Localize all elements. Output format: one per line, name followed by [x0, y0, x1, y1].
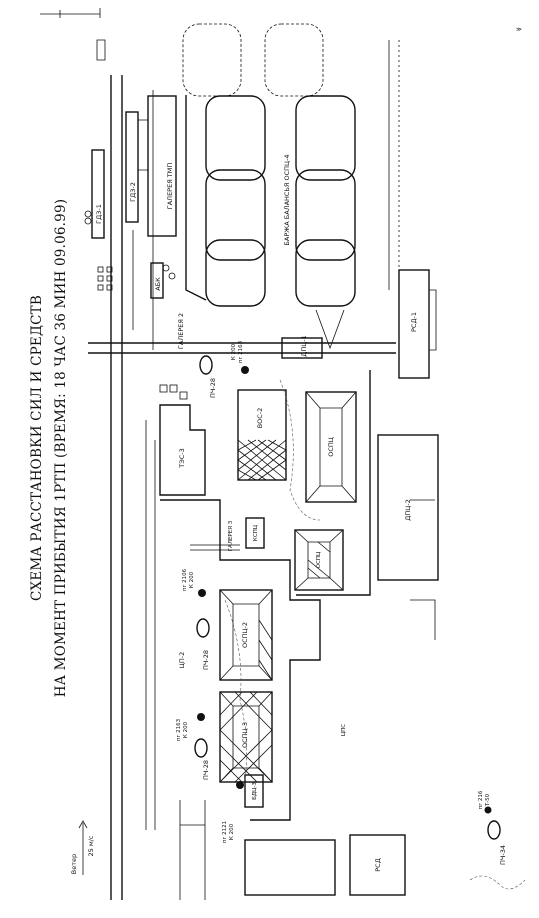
hydrant-icon [236, 781, 244, 789]
pch28-top-label: ПЧ-28 [209, 378, 217, 398]
unit-pch28-top: ПЧ-28 пг 2163 К 200 [199, 340, 249, 398]
hydrant-icon [197, 713, 205, 721]
sklad-label: ЦПС [341, 724, 347, 736]
gdz1-label: ГДЗ-1 [95, 204, 103, 224]
pg2121-label: пг 2121 [222, 821, 228, 843]
pch34-label: ПЧ-34 [499, 845, 507, 865]
pch28-mid-label: ПЧ-28 [202, 650, 210, 670]
building-dpts2: ДПЦ-2 [377, 434, 439, 581]
pch28-low-label: ПЧ-28 [202, 760, 210, 780]
scheme-subtitle: НА МОМЕНТ ПРИБЫТИЯ 1РТП (ВРЕМЯ: 18 ЧАС 3… [53, 199, 69, 697]
pool-3 [205, 95, 266, 181]
pool-5 [205, 169, 266, 261]
ospts-mid-label: ОСПЦ [327, 437, 335, 457]
unit-pch28-low: ПЧ-28 пг 2163 К 200 [176, 713, 210, 780]
rail-lines [96, 39, 156, 900]
hydrant-icon [198, 589, 206, 597]
corner-mark: ≫ [516, 27, 522, 33]
fire-truck-icon [487, 820, 501, 840]
pool-6 [295, 169, 356, 261]
pool-2 [264, 23, 324, 97]
barge-label: БАРЖА БАЛАНСЬЯ ОСПЦ-4 [283, 154, 291, 245]
unit-pch28-mid: ПЧ-28 пг 2106 К 200 [182, 568, 210, 670]
vos2-label: ВОС-2 [256, 408, 264, 429]
pg2106-label: пг 2106 [182, 568, 188, 591]
rsd-label: РСД [374, 858, 382, 872]
wind-indicator: 25 м/с Ветер [70, 820, 95, 875]
wind-speed: 25 м/с [87, 835, 95, 856]
upper-pools [182, 23, 400, 307]
ospts-label: ОСПЦ [316, 551, 322, 568]
abk-label: АБК [154, 277, 162, 291]
building-ospts: ОСПЦ [294, 529, 344, 591]
building-rsd1: РСД-1 [398, 269, 437, 379]
building-abk: АБК [150, 262, 164, 299]
building-bdts3: БДЦ-3 [236, 774, 264, 808]
pg2163-label: пг 2163 [176, 718, 182, 741]
factory-outline [160, 370, 436, 900]
gallery-3: ГАЛЕРЕЯ 3 КСПЦ [190, 517, 265, 551]
pool-7 [205, 239, 266, 307]
t50-label: Т-50 [485, 793, 491, 807]
building-rsd: РСД [244, 834, 406, 896]
unit-pg2121: пг 2121 К 200 [222, 821, 235, 843]
building-ospts2: ОСПЦ-2 [219, 589, 273, 681]
unit-pch34: ПЧ-34 пг 216 Т-50 [469, 790, 526, 890]
building-gdz2: ГДЗ-2 ГАЛЕРЕЯ ТМП [125, 95, 177, 280]
fire-truck-icon [194, 738, 208, 758]
gdz2-label: ГДЗ-2 [129, 182, 137, 202]
hydrant-icon [241, 366, 249, 374]
pool-4 [295, 95, 356, 181]
building-gdz1: ГДЗ-1 [84, 149, 113, 291]
ospts2-label: ОСПЦ-2 [241, 622, 249, 648]
fire-truck-icon [196, 618, 210, 638]
tsp2-label: ЦП-2 [178, 652, 186, 668]
building-tes3: ТЭС-3 [159, 384, 206, 496]
k200-bot-label: К 200 [229, 823, 235, 840]
k200-low-label: К 200 [183, 721, 189, 738]
rsd1-label: РСД-1 [410, 312, 418, 332]
bdts3-label: БДЦ-3 [252, 782, 258, 800]
dpts1-label: ДПЦ-1 [300, 335, 308, 357]
wind-label: Ветер [70, 854, 78, 874]
scheme-title: СХЕМА РАССТАНОВКИ СИЛ И СРЕДСТВ [29, 295, 45, 601]
ospts3-label: ОСПЦ-3 [241, 722, 249, 748]
gallery3-label: ГАЛЕРЕЯ 3 [228, 520, 234, 551]
tes3-label: ТЭС-3 [178, 448, 186, 469]
top-frame-mark [40, 8, 101, 18]
kspts-label: КСПЦ [253, 524, 259, 541]
k200-top-label: К 200 [231, 343, 237, 360]
pg2163-top-label: пг 2163 [238, 340, 244, 363]
gallery2-label: ГАЛЕРЕЯ 2 [177, 313, 185, 349]
k200-mid-label: К 200 [189, 571, 195, 588]
fire-truck-icon [199, 355, 213, 375]
gallery-tmp-label: ГАЛЕРЕЯ ТМП [166, 163, 174, 210]
building-dpts1: ДПЦ-1 [281, 335, 323, 359]
hydrant-icon [484, 806, 492, 814]
gallery-2: ГАЛЕРЕЯ 2 [88, 309, 396, 354]
pool-1 [182, 23, 242, 97]
building-ospts-mid: ОСПЦ [305, 391, 357, 503]
pool-8 [295, 239, 356, 307]
building-vos2: ВОС-2 [237, 389, 287, 481]
pg216-label: пг 216 [478, 790, 484, 809]
building-ospts3: ОСПЦ-3 [219, 691, 273, 783]
dpts2-label: ДПЦ-2 [404, 499, 412, 521]
